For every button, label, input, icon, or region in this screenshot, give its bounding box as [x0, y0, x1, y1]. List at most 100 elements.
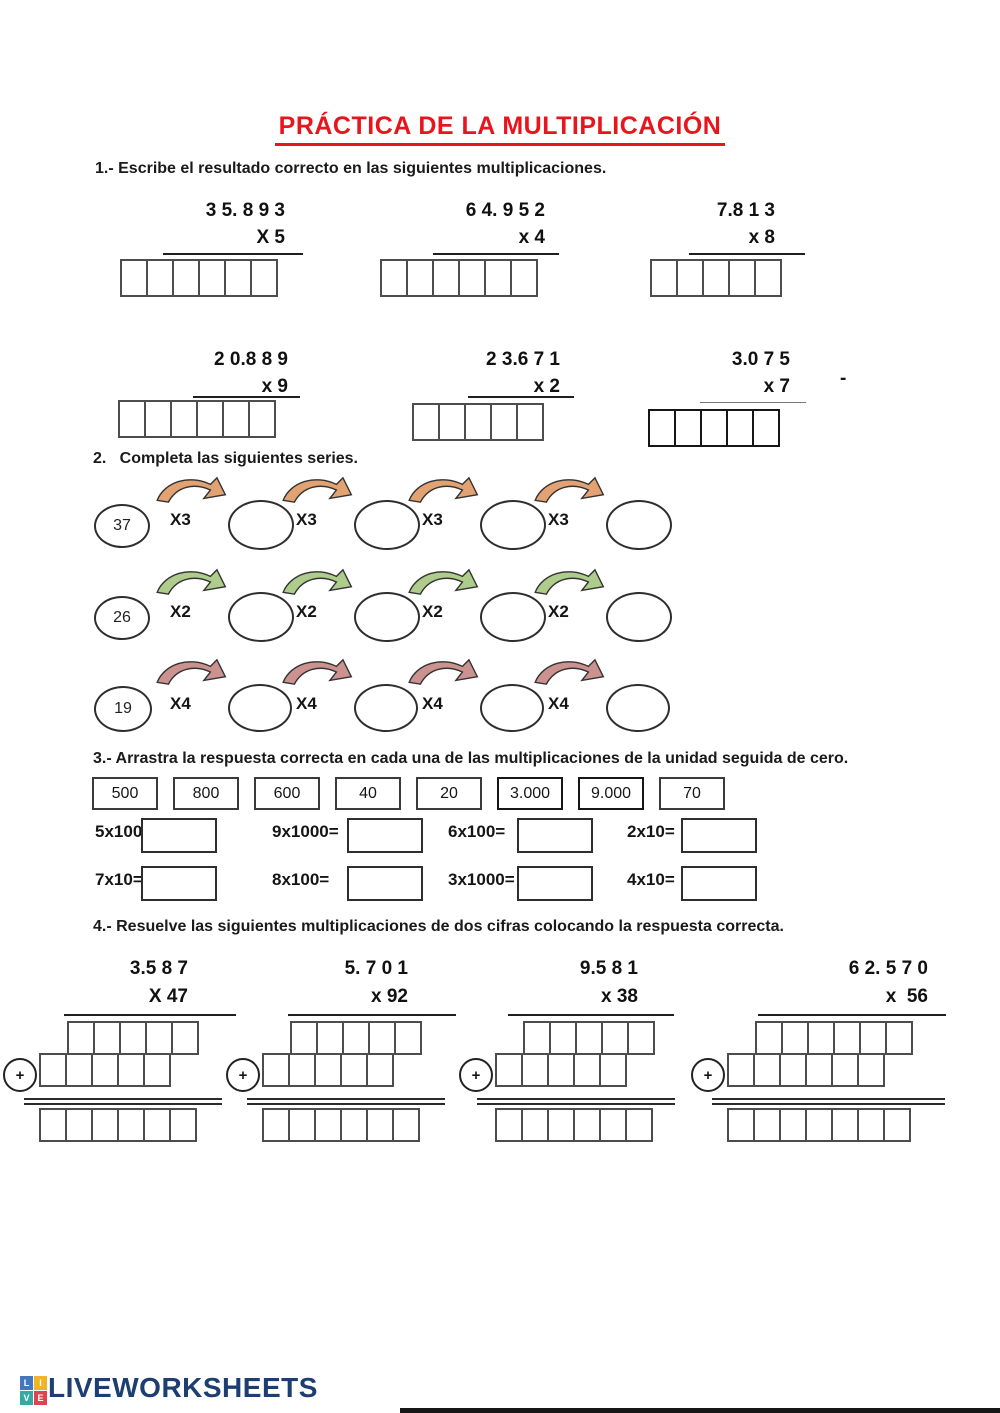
- answer-cell[interactable]: [752, 409, 780, 447]
- series-answer-oval[interactable]: [354, 500, 420, 550]
- answer-cell[interactable]: [599, 1053, 627, 1087]
- answer-cell[interactable]: [490, 403, 518, 441]
- equation-answer-box[interactable]: [347, 818, 423, 853]
- answer-cell[interactable]: [627, 1021, 655, 1055]
- answer-cell[interactable]: [521, 1053, 549, 1087]
- answer-cell[interactable]: [728, 259, 756, 297]
- equation-answer-box[interactable]: [517, 818, 593, 853]
- answer-cell[interactable]: [727, 1053, 755, 1087]
- answer-cell[interactable]: [516, 403, 544, 441]
- answer-cell[interactable]: [727, 1108, 755, 1142]
- answer-cell[interactable]: [250, 259, 278, 297]
- answer-cell[interactable]: [93, 1021, 121, 1055]
- answer-cell[interactable]: [91, 1108, 119, 1142]
- equation-answer-box[interactable]: [141, 866, 217, 901]
- answer-cell[interactable]: [91, 1053, 119, 1087]
- answer-cell[interactable]: [392, 1108, 420, 1142]
- answer-cell[interactable]: [248, 400, 276, 438]
- answer-cell[interactable]: [885, 1021, 913, 1055]
- answer-cell[interactable]: [573, 1053, 601, 1087]
- answer-cell[interactable]: [599, 1108, 627, 1142]
- answer-cell[interactable]: [601, 1021, 629, 1055]
- answer-cell[interactable]: [700, 409, 728, 447]
- answer-cell[interactable]: [120, 259, 148, 297]
- answer-cell[interactable]: [290, 1021, 318, 1055]
- answer-cell[interactable]: [224, 259, 252, 297]
- series-answer-oval[interactable]: [606, 684, 670, 732]
- answer-cell[interactable]: [171, 1021, 199, 1055]
- answer-cell[interactable]: [831, 1053, 859, 1087]
- series-answer-oval[interactable]: [480, 592, 546, 642]
- answer-cell[interactable]: [143, 1053, 171, 1087]
- answer-cell[interactable]: [648, 409, 676, 447]
- series-answer-oval[interactable]: [354, 684, 418, 732]
- series-answer-oval[interactable]: [606, 592, 672, 642]
- answer-cell[interactable]: [262, 1108, 290, 1142]
- answer-cell[interactable]: [314, 1108, 342, 1142]
- answer-cell[interactable]: [857, 1053, 885, 1087]
- answer-cell[interactable]: [859, 1021, 887, 1055]
- series-answer-oval[interactable]: [480, 684, 544, 732]
- answer-cell[interactable]: [412, 403, 440, 441]
- answer-cell[interactable]: [458, 259, 486, 297]
- answer-cell[interactable]: [143, 1108, 171, 1142]
- answer-cell[interactable]: [368, 1021, 396, 1055]
- answer-cell[interactable]: [316, 1021, 344, 1055]
- answer-cell[interactable]: [172, 259, 200, 297]
- answer-cell[interactable]: [366, 1053, 394, 1087]
- series-answer-oval[interactable]: [228, 684, 292, 732]
- answer-cell[interactable]: [117, 1108, 145, 1142]
- answer-cell[interactable]: [222, 400, 250, 438]
- answer-cell[interactable]: [342, 1021, 370, 1055]
- equation-answer-box[interactable]: [347, 866, 423, 901]
- answer-cell[interactable]: [781, 1021, 809, 1055]
- series-answer-oval[interactable]: [606, 500, 672, 550]
- answer-cell[interactable]: [117, 1053, 145, 1087]
- answer-cell[interactable]: [495, 1053, 523, 1087]
- answer-cell[interactable]: [779, 1053, 807, 1087]
- drag-chip[interactable]: 40: [335, 777, 401, 810]
- answer-cell[interactable]: [145, 1021, 173, 1055]
- drag-chip[interactable]: 70: [659, 777, 725, 810]
- answer-cell[interactable]: [340, 1053, 368, 1087]
- answer-cell[interactable]: [702, 259, 730, 297]
- answer-cell[interactable]: [575, 1021, 603, 1055]
- equation-answer-box[interactable]: [681, 866, 757, 901]
- drag-chip[interactable]: 500: [92, 777, 158, 810]
- answer-cell[interactable]: [833, 1021, 861, 1055]
- equation-answer-box[interactable]: [141, 818, 217, 853]
- drag-chip[interactable]: 3.000: [497, 777, 563, 810]
- answer-cell[interactable]: [146, 259, 174, 297]
- answer-cell[interactable]: [196, 400, 224, 438]
- series-answer-oval[interactable]: [228, 592, 294, 642]
- drag-chip[interactable]: 9.000: [578, 777, 644, 810]
- answer-cell[interactable]: [831, 1108, 859, 1142]
- answer-cell[interactable]: [288, 1108, 316, 1142]
- answer-cell[interactable]: [380, 259, 408, 297]
- answer-cell[interactable]: [314, 1053, 342, 1087]
- drag-chip[interactable]: 20: [416, 777, 482, 810]
- drag-chip[interactable]: 800: [173, 777, 239, 810]
- equation-answer-box[interactable]: [681, 818, 757, 853]
- answer-cell[interactable]: [521, 1108, 549, 1142]
- answer-cell[interactable]: [438, 403, 466, 441]
- answer-cell[interactable]: [394, 1021, 422, 1055]
- drag-chip[interactable]: 600: [254, 777, 320, 810]
- answer-cell[interactable]: [676, 259, 704, 297]
- answer-cell[interactable]: [753, 1053, 781, 1087]
- answer-cell[interactable]: [754, 259, 782, 297]
- equation-answer-box[interactable]: [517, 866, 593, 901]
- answer-cell[interactable]: [549, 1021, 577, 1055]
- answer-cell[interactable]: [726, 409, 754, 447]
- answer-cell[interactable]: [807, 1021, 835, 1055]
- answer-cell[interactable]: [169, 1108, 197, 1142]
- answer-cell[interactable]: [805, 1053, 833, 1087]
- answer-cell[interactable]: [464, 403, 492, 441]
- answer-cell[interactable]: [495, 1108, 523, 1142]
- answer-cell[interactable]: [857, 1108, 885, 1142]
- answer-cell[interactable]: [510, 259, 538, 297]
- answer-cell[interactable]: [170, 400, 198, 438]
- series-answer-oval[interactable]: [480, 500, 546, 550]
- answer-cell[interactable]: [805, 1108, 833, 1142]
- answer-cell[interactable]: [779, 1108, 807, 1142]
